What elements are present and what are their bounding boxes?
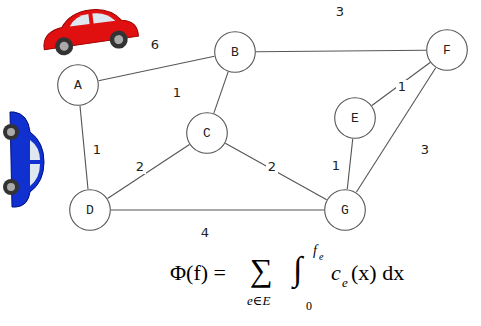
edge-weight: 2 <box>266 160 278 174</box>
graph-edge <box>214 72 228 113</box>
graph-edge <box>347 139 352 189</box>
formula-part: 0 <box>306 300 312 312</box>
node-letter: G <box>324 189 366 231</box>
edge-weight: 6 <box>149 38 161 52</box>
formula-part: ∫ <box>293 252 302 286</box>
graph-edge <box>372 62 430 105</box>
edge-weight: 1 <box>330 159 342 173</box>
formula-part: (x) dx <box>351 262 404 284</box>
formula-part: Φ(f) = <box>170 262 226 284</box>
edge-weight: 4 <box>199 226 211 240</box>
graph-node: E <box>334 97 376 139</box>
formula-part: e <box>319 252 323 262</box>
formula-part: c <box>331 262 341 284</box>
graph-edge <box>256 50 426 52</box>
formula-part: f <box>313 244 317 258</box>
graph-node: D <box>69 189 111 231</box>
node-letter: F <box>426 29 468 71</box>
graph-edge <box>225 143 326 200</box>
node-letter: D <box>69 189 111 231</box>
formula-part: ∑ <box>250 254 273 286</box>
formula-part: e <box>342 276 348 289</box>
graph-node: B <box>214 31 256 73</box>
graph-node: C <box>186 112 228 154</box>
graph-node: F <box>426 29 468 71</box>
node-letter: B <box>214 31 256 73</box>
graph-edge <box>80 106 88 189</box>
red-car <box>40 4 139 57</box>
blue-car <box>3 112 44 207</box>
edge-weight: 2 <box>134 160 146 174</box>
graph-edge <box>99 56 215 80</box>
graph-node: G <box>324 189 366 231</box>
formula-part: e∈E <box>247 294 270 307</box>
edge-weight: 3 <box>334 5 346 19</box>
edge-weight: 1 <box>91 143 103 157</box>
graph-node: A <box>57 64 99 106</box>
edge-weight: 1 <box>171 86 183 100</box>
node-letter: E <box>334 97 376 139</box>
node-letter: A <box>57 64 99 106</box>
node-letter: C <box>186 112 228 154</box>
graph-edge <box>108 145 190 199</box>
graph-edge <box>111 209 324 210</box>
edge-weight: 3 <box>419 143 431 157</box>
edge-weight: 1 <box>396 80 408 94</box>
